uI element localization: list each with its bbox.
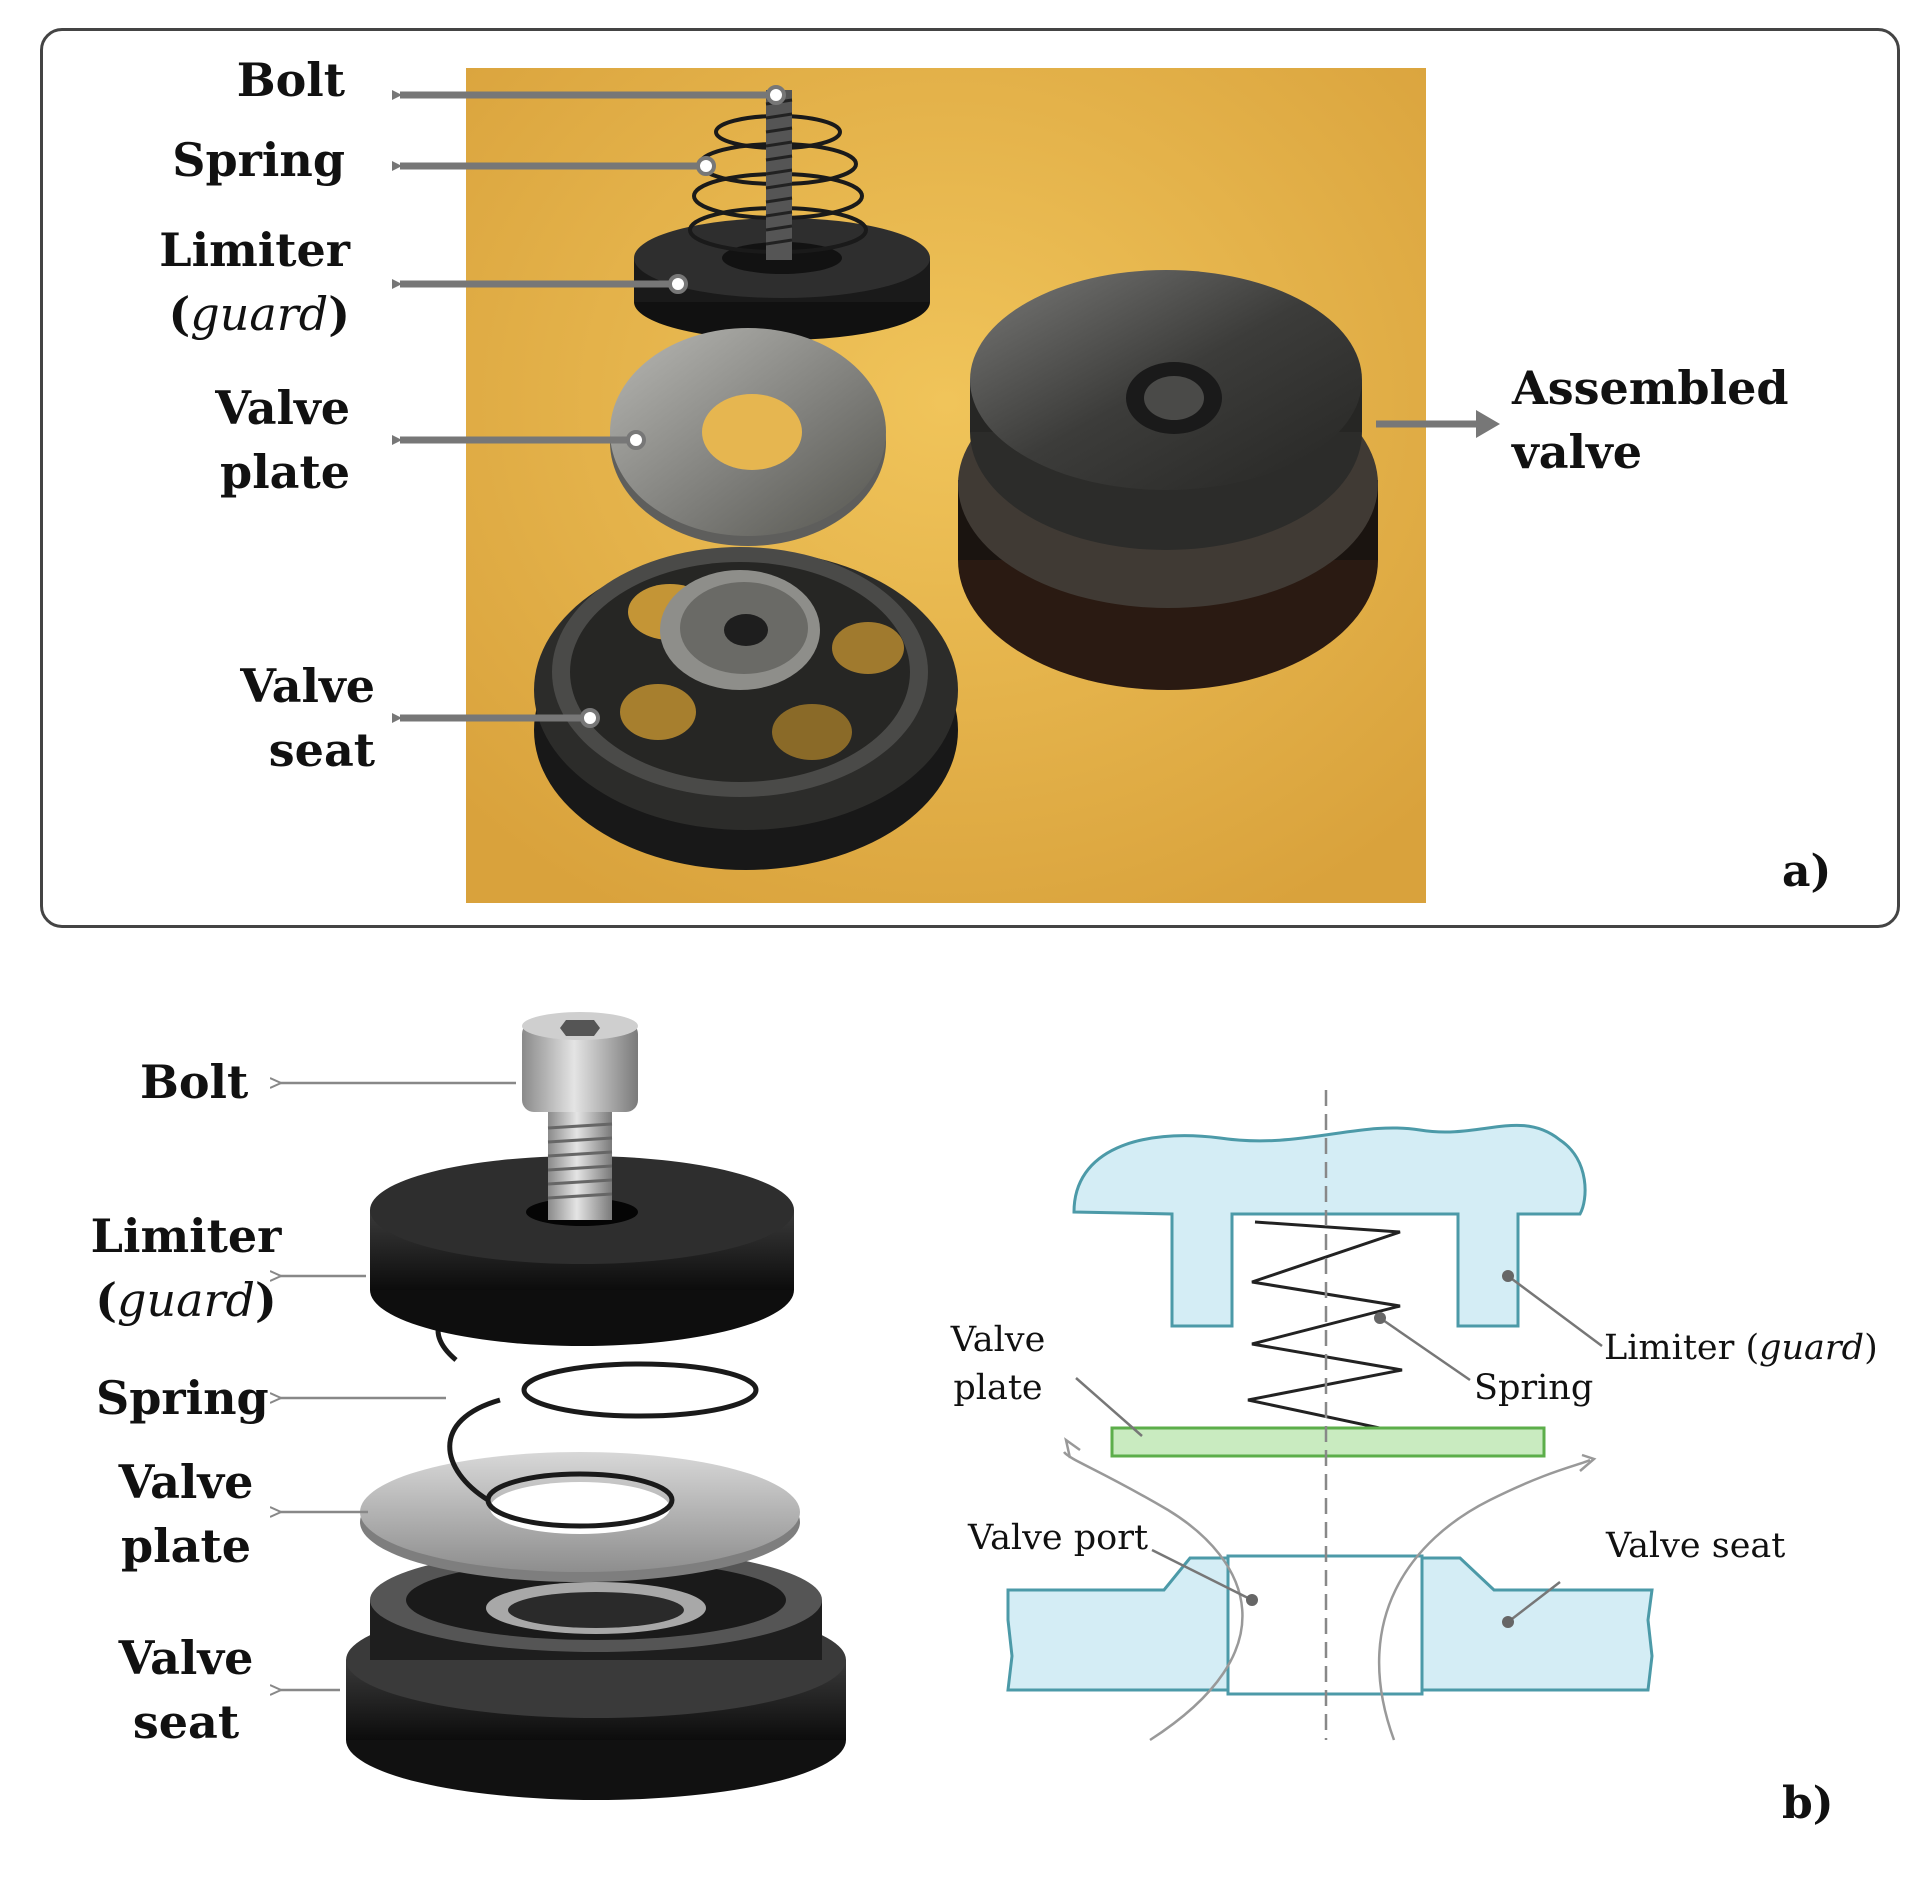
label-valve-plate-a-2: plate <box>220 445 350 499</box>
panel-a-id: a) <box>1782 846 1832 897</box>
label-guard-b: (guard) <box>95 1273 277 1327</box>
schematic-label-valve-seat: Valve seat <box>1606 1526 1786 1566</box>
panel-b-id: b) <box>1782 1778 1834 1829</box>
valve-photo <box>466 68 1426 903</box>
label-valve-seat-b-2: seat <box>132 1695 240 1749</box>
label-bolt-b: Bolt <box>140 1055 249 1109</box>
label-limiter-a: Limiter <box>159 223 350 277</box>
label-bolt-a: Bolt <box>236 53 345 107</box>
valve-schematic <box>1006 1090 1654 1742</box>
label-assembled-valve-1: Assembled <box>1512 361 1789 415</box>
label-limiter-b: Limiter <box>90 1209 282 1263</box>
schematic-label-valve-port: Valve port <box>968 1518 1149 1558</box>
label-assembled-valve-2: valve <box>1512 425 1643 479</box>
schematic-label-valve-plate-1: Valve <box>950 1320 1046 1360</box>
label-guard-a: (guard) <box>168 287 350 341</box>
label-valve-seat-b-1: Valve <box>118 1631 254 1685</box>
label-valve-plate-b-1: Valve <box>118 1455 254 1509</box>
label-valve-plate-a-1: Valve <box>215 381 350 435</box>
label-valve-plate-b-2: plate <box>121 1519 251 1573</box>
schematic-label-spring: Spring <box>1474 1368 1594 1408</box>
schematic-label-valve-plate-2: plate <box>953 1368 1043 1408</box>
label-spring-b: Spring <box>96 1371 269 1425</box>
label-spring-a: Spring <box>172 133 345 187</box>
schematic-label-limiter: Limiter (guard) <box>1604 1328 1878 1368</box>
valve-render <box>346 1012 846 1800</box>
label-valve-seat-a-2: seat <box>268 723 375 777</box>
label-valve-seat-a-1: Valve <box>240 659 375 713</box>
arrow-assembled-head <box>1476 410 1500 438</box>
